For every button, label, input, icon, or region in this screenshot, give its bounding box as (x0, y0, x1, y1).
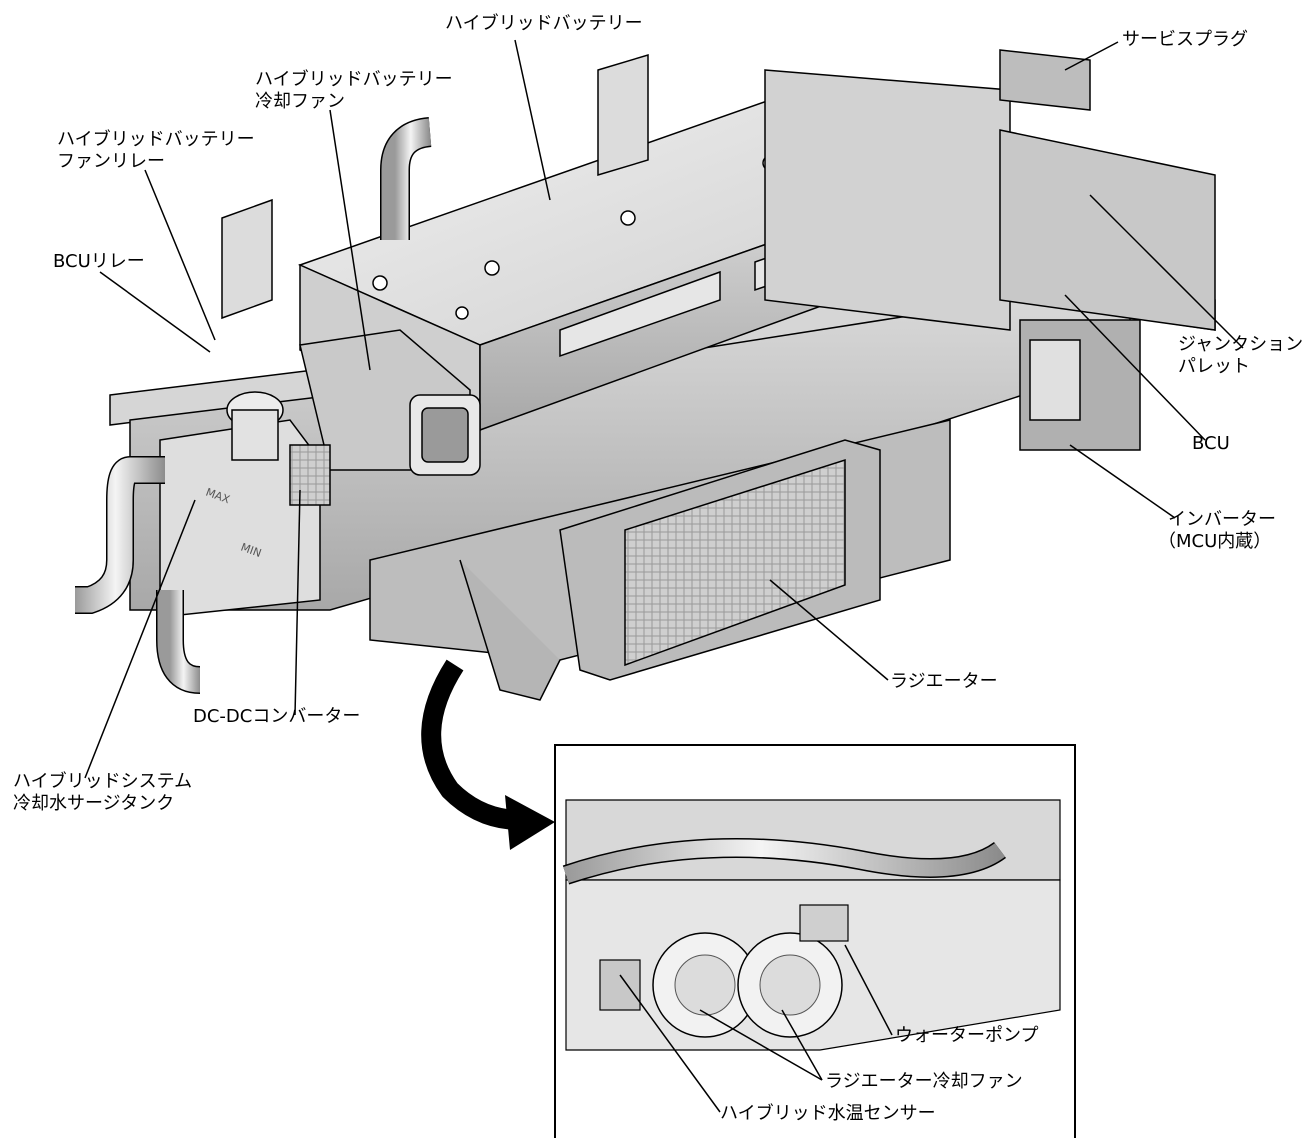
label-hybrid-water-temp-sensor: ハイブリッド水温センサー (720, 1103, 936, 1124)
label-hybrid-battery: ハイブリッドバッテリー (445, 13, 643, 34)
leader-lines (84, 39, 1244, 1113)
dcdc-converter-grill (289, 444, 331, 506)
label-radiator: ラジエーター (890, 671, 998, 692)
label-battery-fan-relay-line1: ハイブリッドバッテリー (57, 129, 255, 150)
battery-fan-duct (299, 329, 481, 476)
label-battery-cooling-fan-line1: ハイブリッドバッテリー (255, 69, 453, 90)
label-service-plug: サービスプラグ (1122, 29, 1248, 50)
label-water-pump: ウォーターポンプ (895, 1025, 1039, 1046)
left-coolant-pipes (75, 456, 202, 694)
label-inverter-line2: （MCU内蔵） (1158, 531, 1272, 552)
inset-view (554, 744, 1076, 1138)
label-radiator-cooling-fan: ラジエーター冷却ファン (825, 1071, 1023, 1092)
mounting-brackets (221, 53, 649, 320)
surge-tank: MAX MIN (159, 391, 321, 616)
label-bcu-relay: BCUリレー (53, 251, 145, 272)
label-surge-tank-line2: 冷却水サージタンク (13, 793, 175, 814)
right-components (764, 49, 1216, 451)
label-battery-fan-relay-line2: ファンリレー (57, 151, 165, 172)
label-inverter-line1: インバーター (1168, 509, 1276, 530)
label-junction-pallet-line1: ジャンクション (1178, 334, 1304, 355)
inset-arrow (421, 659, 555, 850)
radiator-body (559, 439, 881, 681)
label-dcdc-converter: DC-DCコンバーター (193, 706, 361, 727)
label-surge-tank-line1: ハイブリッドシステム (13, 771, 193, 792)
label-junction-pallet-line2: パレット (1178, 356, 1250, 377)
label-bcu: BCU (1192, 433, 1230, 454)
label-battery-cooling-fan-line2: 冷却ファン (255, 91, 345, 112)
